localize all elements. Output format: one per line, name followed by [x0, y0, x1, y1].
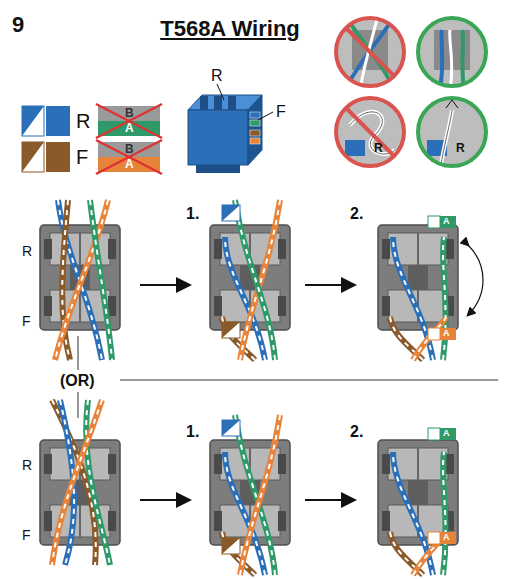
- step-number: 1.: [186, 206, 199, 222]
- row-letter: R: [76, 111, 90, 131]
- tag-letter: A: [443, 217, 450, 226]
- icon-letter: R: [374, 142, 383, 154]
- tag-letter: A: [443, 533, 450, 542]
- tag-letter: A: [443, 329, 450, 338]
- step-number: 2.: [350, 424, 363, 440]
- color-chips: [22, 104, 162, 174]
- keystone-jack: [188, 84, 273, 173]
- do-dont-icons: [335, 15, 487, 170]
- row-letter: R: [22, 244, 32, 258]
- step-number: 2.: [350, 206, 363, 222]
- row-letter: F: [22, 314, 31, 328]
- crossed-letter: B: [125, 107, 134, 119]
- figure-number: 9: [12, 14, 24, 36]
- row-letter: F: [76, 147, 88, 167]
- tag-letter: A: [443, 429, 450, 438]
- row-letter: F: [22, 528, 31, 542]
- icon-letter: R: [456, 142, 465, 154]
- part-callout: R: [211, 68, 223, 84]
- diagram-title: T568A Wiring: [0, 18, 460, 40]
- crossed-letter: A: [125, 122, 134, 134]
- step-number: 1.: [186, 424, 199, 440]
- crossed-letter: A: [125, 158, 134, 170]
- row-one: [40, 200, 483, 360]
- row-two: [40, 400, 458, 575]
- part-callout: F: [276, 104, 286, 120]
- row-letter: R: [22, 458, 32, 472]
- alternative-note: (OR): [60, 373, 95, 389]
- crossed-letter: B: [125, 143, 134, 155]
